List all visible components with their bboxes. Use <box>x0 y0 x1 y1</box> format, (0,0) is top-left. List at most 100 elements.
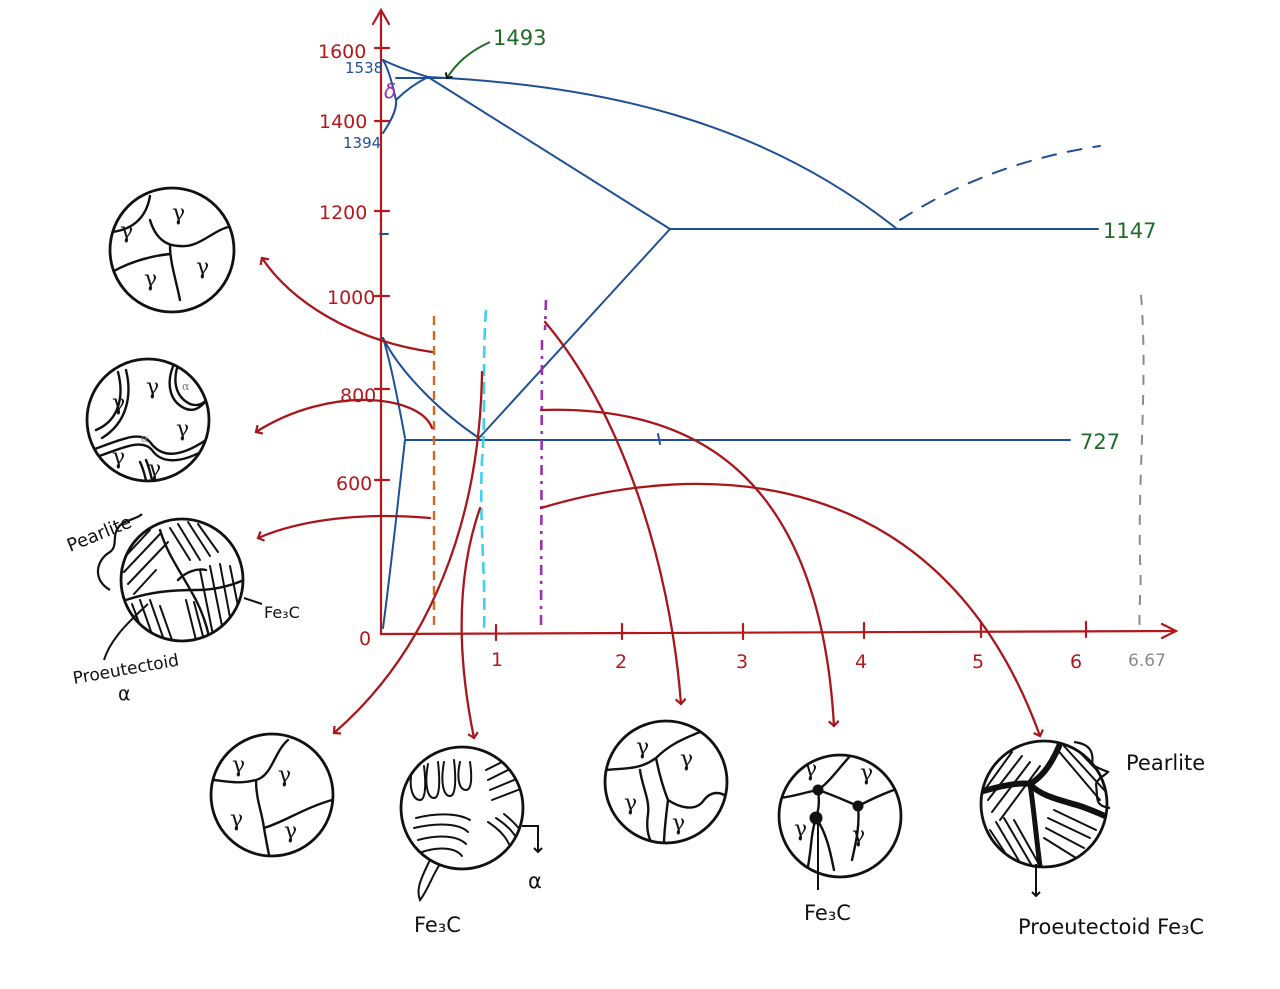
fe3c-pointer-eutectoid <box>417 859 441 902</box>
alpha-pointer-eutectoid <box>522 825 543 854</box>
gamma-symbol: γ <box>230 807 243 832</box>
gamma-symbol: γ <box>232 753 245 778</box>
liquidus <box>427 76 898 230</box>
delta-gamma-lower <box>382 99 398 134</box>
grain-circle <box>603 719 729 845</box>
delta-phase-label: δ <box>384 79 396 103</box>
delta-gamma-upper <box>395 76 429 101</box>
phase-boundaries <box>379 59 1101 629</box>
gamma-symbol: γ <box>112 445 125 470</box>
label-alpha-left: α <box>118 683 131 705</box>
label-fe3c-eutectoid: Fe₃C <box>414 913 461 937</box>
axes: 1600 1400 1200 1000 800 600 0 1 2 3 4 5 … <box>318 7 1179 673</box>
arrow-hypo-pearlite <box>256 514 432 542</box>
eutectoid-composition-line <box>479 309 488 629</box>
x-tick-label-4: 4 <box>855 651 867 673</box>
solidus <box>427 76 671 230</box>
microstructure-pearlite-left: Pearlite Fe₃C Proeutectoid α <box>64 512 300 705</box>
y-tick-label-1000: 1000 <box>327 287 375 309</box>
grain-circle <box>209 732 335 858</box>
arrow-hyper-two-phase <box>539 408 840 728</box>
ferrite-solvus <box>382 439 406 629</box>
x-axis <box>379 629 1177 636</box>
gamma-symbol: γ <box>624 791 637 816</box>
label-pearlite-right: Pearlite <box>1126 751 1205 775</box>
grain-circle <box>399 745 525 871</box>
gamma-symbol: γ <box>112 391 125 416</box>
gamma-symbol: γ <box>794 817 807 842</box>
alpha-symbol-small: α <box>141 432 149 445</box>
x-tick-label-5: 5 <box>972 651 984 673</box>
microstructure-pearlite-right: Pearlite Proeutectoid Fe₃C <box>979 739 1205 939</box>
gamma-symbol: γ <box>284 819 297 844</box>
y-axis-arrowhead <box>371 7 391 26</box>
gamma-symbol: γ <box>146 375 159 400</box>
alpha-symbol-small: α <box>182 380 190 393</box>
x-tick-label-2: 2 <box>615 651 627 673</box>
x-tick-label-1: 1 <box>491 649 503 671</box>
gamma-symbol: γ <box>172 201 185 226</box>
gamma-start-tick <box>382 337 406 439</box>
label-pearlite-left: Pearlite <box>64 512 135 557</box>
label-proeutectoid-fe3c-right: Proeutectoid Fe₃C <box>1018 915 1204 939</box>
grain-circle <box>777 753 903 879</box>
y-tick-label-1400: 1400 <box>319 111 367 133</box>
label-727: 727 <box>1080 430 1120 454</box>
microstructure-austenite-eutectoid: γ γ γ γ <box>209 732 335 858</box>
x-end-label-6-67: 6.67 <box>1128 651 1166 671</box>
microstructure-austenite-ferrite: γ γ γ γ γ α α <box>85 357 211 483</box>
arrow-1493 <box>444 41 491 80</box>
proeutectoid-pointer-left <box>103 603 149 661</box>
arrow-hypo-austenite <box>259 256 434 354</box>
mark-727-tick <box>657 433 661 445</box>
pearlite-brace <box>96 513 143 591</box>
acm-line <box>478 228 671 439</box>
y-tick-label-600: 600 <box>336 473 372 495</box>
gamma-symbol: γ <box>120 219 133 244</box>
gamma-symbol: γ <box>680 747 693 772</box>
fe3c-particle <box>812 784 824 796</box>
x-axis-arrowhead <box>1160 622 1179 640</box>
gamma-symbol: γ <box>636 735 649 760</box>
gamma-symbol: γ <box>196 255 209 280</box>
gamma-symbol: γ <box>804 757 817 782</box>
arrow-eutectoid-pearlite <box>460 506 482 740</box>
arrow-eutectoid-austenite <box>332 370 484 735</box>
microstructure-austenite-hyper: γ γ γ γ <box>603 719 729 845</box>
delta-solidus <box>382 59 397 101</box>
hypereutectoid-composition-line <box>539 299 548 629</box>
x-tick-label-3: 3 <box>736 651 748 673</box>
cementite-composition-line <box>1138 294 1145 631</box>
gamma-symbol: γ <box>860 761 873 786</box>
microstructure-austenite-left: γ γ γ γ <box>108 186 236 314</box>
microstructure-austenite-cementite: γ γ γ γ Fe₃C <box>777 753 903 925</box>
gamma-symbol: γ <box>278 763 291 788</box>
y-tick-label-800: 800 <box>340 385 376 407</box>
arrow-hyper-austenite <box>543 320 687 706</box>
x-tick-label-6: 6 <box>1070 651 1082 673</box>
label-1394: 1394 <box>343 134 381 152</box>
cementite-liquidus-dashed <box>899 145 1101 221</box>
fe3c-pointer-left <box>243 597 263 605</box>
y-tick-label-1200: 1200 <box>319 202 367 224</box>
arrow-hypo-two-phase <box>254 398 434 435</box>
gamma-symbol: γ <box>148 457 161 482</box>
label-1493: 1493 <box>493 26 546 50</box>
pearlite-brace-right <box>1073 740 1111 810</box>
label-fe3c-left: Fe₃C <box>264 603 300 622</box>
y-tick-label-1600: 1600 <box>318 41 366 63</box>
a3-line <box>382 337 480 439</box>
label-1538: 1538 <box>345 59 383 77</box>
arrow-hyper-pearlite <box>539 482 1044 738</box>
fe3c-particle <box>852 800 864 812</box>
fe3c-particle <box>809 811 823 825</box>
gamma-symbol: γ <box>852 823 865 848</box>
transformation-arrows <box>254 256 1044 740</box>
delta-liquidus-left <box>382 59 429 78</box>
gamma-symbol: γ <box>176 417 189 442</box>
label-fe3c-hyper: Fe₃C <box>804 901 851 925</box>
label-alpha-eutectoid: α <box>528 869 542 893</box>
gamma-symbol: γ <box>144 267 157 292</box>
y-tick-label-0: 0 <box>359 628 371 650</box>
